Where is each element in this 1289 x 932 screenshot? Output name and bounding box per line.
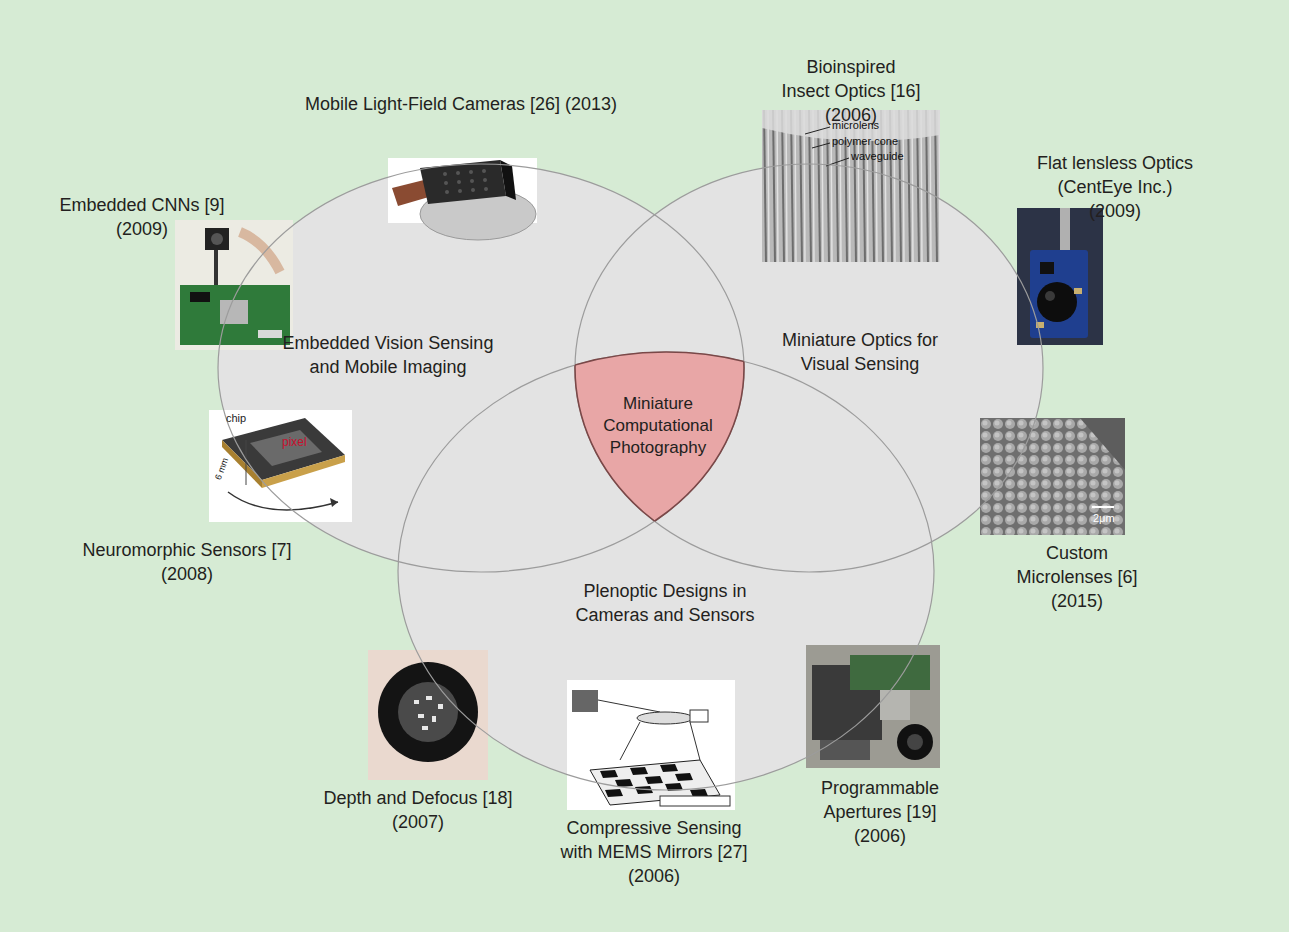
clip-group (398, 352, 934, 790)
figure-caption: Mobile Light-Field Cameras [26] (2013) (301, 92, 621, 116)
figure-caption: Custom Microlenses [6] (2015) (1015, 541, 1140, 613)
set-label: Miniature Optics for Visual Sensing (779, 328, 941, 376)
clip-group (218, 164, 744, 572)
projector-aperture-photo (806, 645, 940, 768)
figure-caption: Programmable Apertures [19] (2006) (818, 776, 943, 848)
figure-caption: Bioinspired Insect Optics [16] (2006) (781, 55, 922, 127)
ellipse-outline (398, 352, 934, 790)
figure-caption: Embedded CNNs [9] (2009) (57, 193, 227, 241)
neuromorphic-chip (209, 410, 352, 522)
clip-group (575, 164, 1043, 572)
clip-group (575, 164, 1043, 572)
clip-group (398, 352, 934, 790)
clip-group (398, 352, 934, 790)
dimension-label: 6 mm (214, 457, 231, 482)
part-label: waveguide (851, 150, 904, 162)
part-label: chip (226, 412, 246, 424)
microlens-photo (980, 418, 1125, 535)
region-outline (218, 164, 744, 572)
clip-group (218, 164, 744, 572)
region-outline (398, 352, 934, 790)
coded-aperture-photo (368, 650, 488, 780)
set-label: Plenoptic Designs in Cameras and Sensors (573, 579, 757, 627)
part-label: microlens (832, 119, 879, 131)
figure-caption: Flat lensless Optics (CentEye Inc.) (200… (1031, 151, 1199, 223)
intersection-region: Miniature Computational Photography (555, 340, 765, 530)
part-label: polymer cone (832, 135, 898, 147)
region-fill (398, 352, 934, 790)
single-pixel-camera-schematic (567, 680, 735, 810)
intersection-label: Miniature Computational Photography (596, 393, 720, 459)
figure-caption: Neuromorphic Sensors [7] (2008) (80, 538, 295, 586)
lightfield-photo (388, 158, 537, 240)
clip-group (398, 352, 934, 790)
figure-caption: Compressive Sensing with MEMS Mirrors [2… (558, 816, 750, 888)
scale-label: 2μm (1093, 512, 1115, 524)
figure-caption: Depth and Defocus [18] (2007) (321, 786, 516, 834)
region-outline (575, 164, 1043, 572)
part-label: pixel (282, 436, 307, 449)
embedded-board-photo (175, 220, 293, 350)
set-label: Embedded Vision Sensing and Mobile Imagi… (280, 331, 496, 379)
lensless-board-photo (1017, 208, 1103, 345)
